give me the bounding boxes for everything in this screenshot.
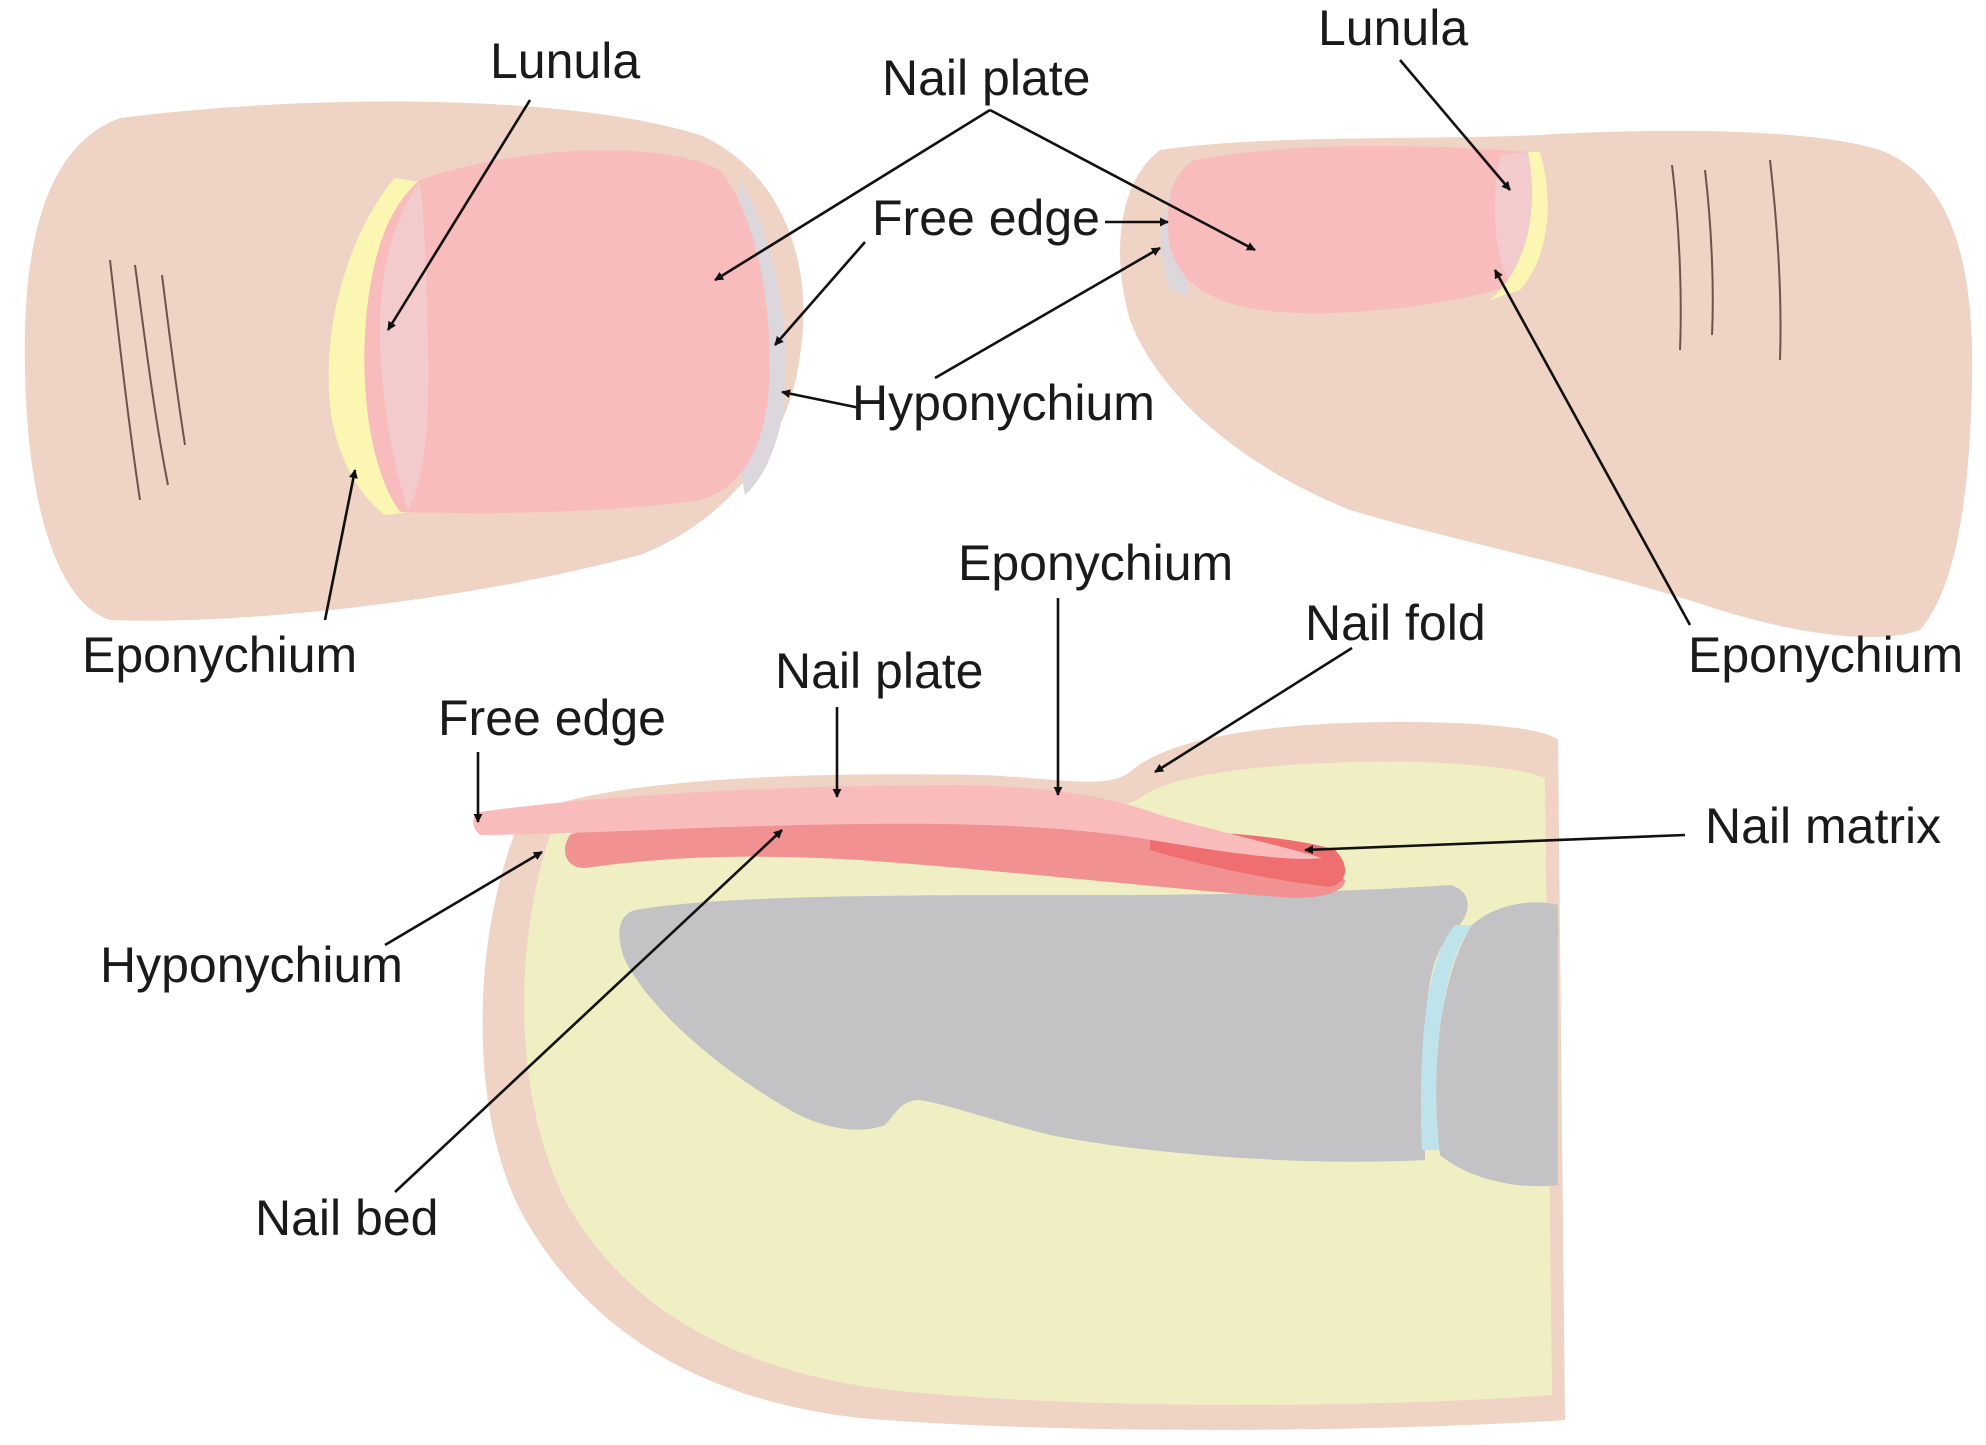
label-cs-hyponychium: Hyponychium [100, 937, 403, 993]
arrow-top-left-lunula [386, 99, 532, 331]
annotation-labels: Lunula Eponychium Nail plate Free edge H… [82, 0, 1963, 1246]
cross-section-joint-cap [1420, 925, 1472, 1150]
arrow-top-right-lunula [1399, 59, 1511, 191]
cross-section-nail-plate [473, 785, 1322, 859]
label-nail-plate-top: Nail plate [882, 50, 1090, 106]
label-cs-free-edge: Free edge [438, 690, 666, 746]
label-top-right-lunula: Lunula [1318, 0, 1468, 56]
top-left-crease-2 [134, 264, 169, 486]
top-right-finger [1120, 130, 1973, 638]
annotation-arrows [323, 59, 1692, 1193]
arrow-nail-plate-left [714, 108, 991, 282]
label-top-left-eponychium: Eponychium [82, 627, 357, 683]
top-left-nail-plate [364, 150, 770, 514]
top-right-nail-plate [1167, 145, 1541, 314]
arrow-hyponychium-left [781, 389, 861, 410]
top-right-eponychium-band [1490, 152, 1548, 300]
top-right-crease-2 [1704, 169, 1714, 336]
label-cs-nail-fold: Nail fold [1305, 595, 1486, 651]
arrow-cs-nail-fold [1154, 646, 1353, 774]
top-left-lunula [379, 182, 429, 510]
label-top-right-eponychium: Eponychium [1688, 627, 1963, 683]
label-cs-nail-matrix: Nail matrix [1705, 798, 1941, 854]
arrow-cs-hyponychium [384, 850, 543, 947]
cross-section-bone [619, 885, 1468, 1162]
top-left-crease-1 [109, 259, 141, 501]
cross-section [473, 722, 1565, 1430]
arrow-top-right-eponychium [1493, 269, 1692, 626]
arrow-free-edge-left [774, 241, 866, 346]
label-free-edge-top: Free edge [872, 190, 1100, 246]
arrow-hyponychium-right [934, 246, 1161, 380]
label-cs-eponychium: Eponychium [958, 535, 1233, 591]
cross-section-middle-bone [1436, 902, 1558, 1187]
label-cs-nail-plate: Nail plate [775, 643, 983, 699]
arrow-top-left-eponychium [323, 469, 358, 621]
top-left-crease-3 [161, 274, 186, 446]
label-hyponychium-top: Hyponychium [852, 375, 1155, 431]
top-left-finger [24, 101, 804, 621]
arrow-cs-nail-matrix [1304, 833, 1686, 855]
label-cs-nail-bed: Nail bed [255, 1190, 438, 1246]
top-right-crease-3 [1769, 159, 1782, 361]
top-right-crease-1 [1671, 164, 1682, 351]
arrow-nail-plate-right [989, 108, 1256, 252]
arrow-cs-nail-bed [394, 829, 783, 1193]
label-top-left-lunula: Lunula [490, 33, 640, 89]
